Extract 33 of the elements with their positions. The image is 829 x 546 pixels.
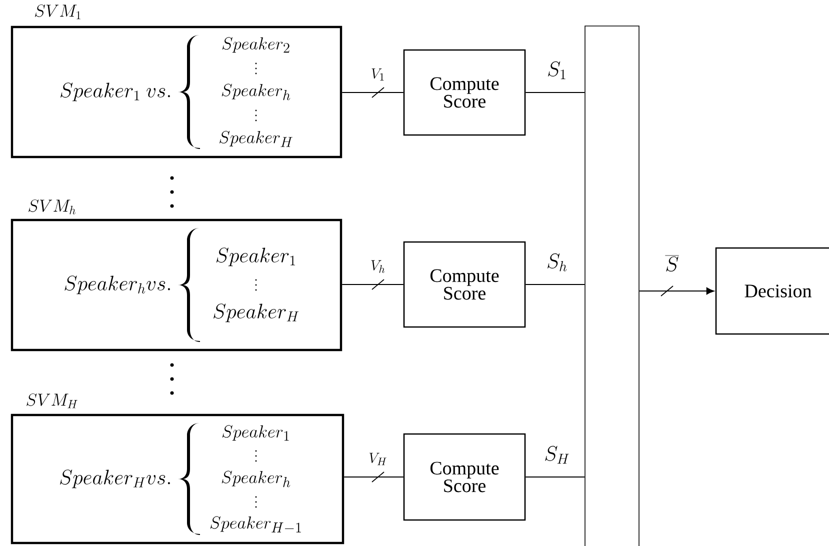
connector <box>342 87 404 98</box>
other-speaker: $Speaker_h$ <box>222 470 290 488</box>
other-speaker: $Speaker_1$ <box>216 248 296 266</box>
classifier-name: $SVM_h$ <box>28 199 76 214</box>
edge-label: $S_h$ <box>545 252 569 272</box>
combiner-bar <box>584 26 640 546</box>
other-speaker: $Speaker_2$ <box>222 37 290 53</box>
connector <box>638 286 714 296</box>
other-speaker: $Speaker_{H-1}$ <box>210 516 301 532</box>
process-box: Decision <box>715 247 829 335</box>
target-speaker: $Speaker_h vs.$ <box>64 276 170 294</box>
connector <box>525 476 586 478</box>
other-speaker: $Speaker_H$ <box>214 304 299 322</box>
process-box: Compute Score <box>403 241 526 328</box>
edge-label: $V_1$ <box>370 68 386 82</box>
other-speaker: $Speaker_H$ <box>220 130 292 147</box>
edge-label: $S_H$ <box>543 445 571 465</box>
process-box: Compute Score <box>403 49 526 136</box>
other-speaker: $Speaker_1$ <box>222 425 289 441</box>
edge-label: $V_H$ <box>368 452 388 466</box>
edge-label: $\overline{S}$ <box>664 254 680 272</box>
edge-label: $V_h$ <box>370 259 387 274</box>
classifier-name: $SVM_H$ <box>26 393 78 408</box>
connector <box>525 284 586 285</box>
connector <box>344 472 404 482</box>
other-speaker: $Speaker_h$ <box>222 84 290 100</box>
connector <box>525 92 586 93</box>
connector <box>342 279 404 290</box>
classifier-name: $SVM_1$ <box>35 4 80 20</box>
edge-label: $S_1$ <box>546 60 568 80</box>
target-speaker: $Speaker_1\ vs.$ <box>60 82 170 102</box>
target-speaker: $Speaker_H vs.$ <box>60 470 170 488</box>
process-box: Compute Score <box>403 433 526 521</box>
